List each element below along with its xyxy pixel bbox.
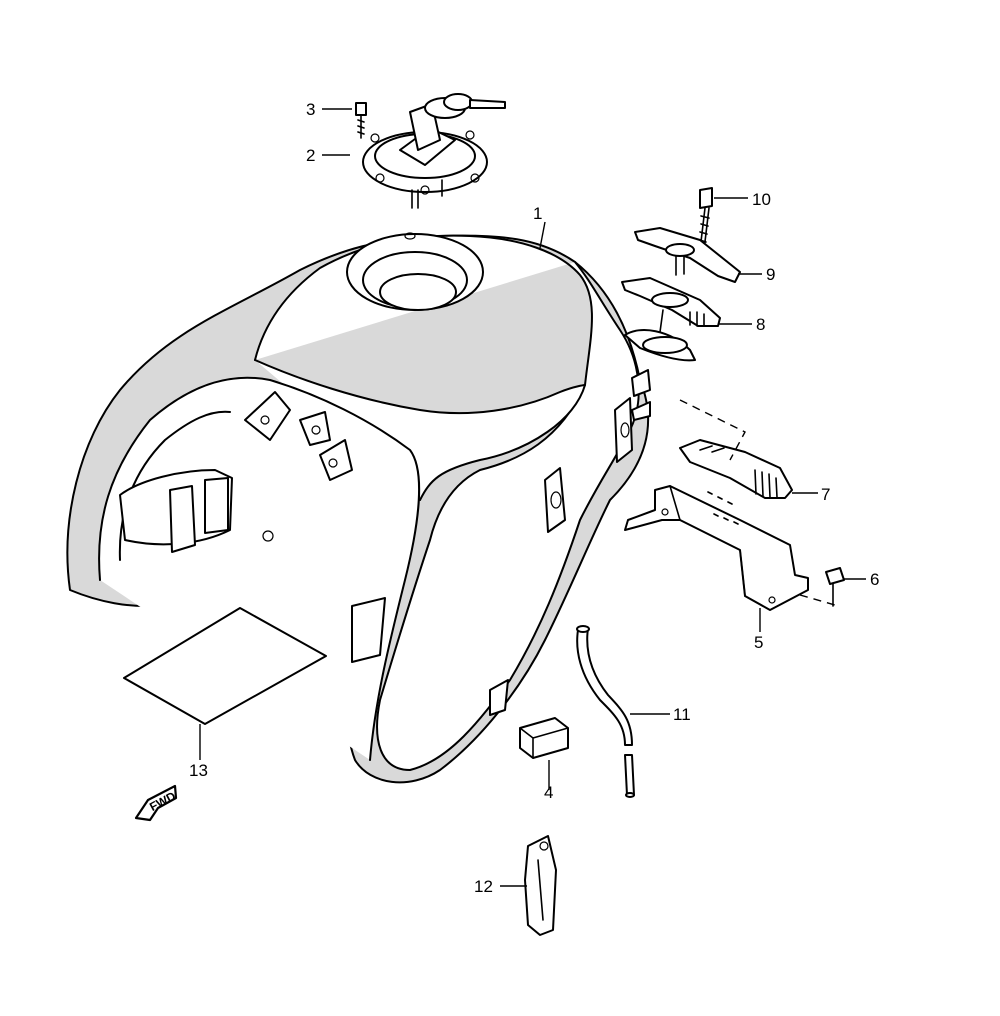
strap-12 xyxy=(524,835,557,936)
callout-11: 11 xyxy=(673,705,691,724)
callout-10: 10 xyxy=(752,190,771,209)
callout-1: 1 xyxy=(533,204,542,223)
tank-bracket-5 xyxy=(624,485,809,611)
callout-2: 2 xyxy=(306,146,315,165)
cushion-plate-8 xyxy=(621,277,721,327)
callout-13: 13 xyxy=(189,761,208,780)
guide-line-8 xyxy=(659,309,664,333)
cap-screw xyxy=(355,102,367,139)
callout-labels: 1 2 3 4 5 6 7 8 9 10 11 12 13 xyxy=(189,100,879,896)
cushion-block-4 xyxy=(519,717,569,759)
guide-dash-6 xyxy=(799,594,836,606)
guide-dash-7 xyxy=(679,399,746,461)
leader-lines xyxy=(199,108,866,887)
bracket-plate-9 xyxy=(634,227,741,283)
label-sheet-13 xyxy=(123,607,327,725)
callout-7: 7 xyxy=(821,485,830,504)
callout-5: 5 xyxy=(754,633,763,652)
callout-9: 9 xyxy=(766,265,775,284)
leader-1 xyxy=(539,221,546,249)
callout-8: 8 xyxy=(756,315,765,334)
callout-3: 3 xyxy=(306,100,315,119)
callout-6: 6 xyxy=(870,570,879,589)
bolt-6 xyxy=(825,567,845,607)
callout-12: 12 xyxy=(474,877,493,896)
fwd-arrow-icon: FWD xyxy=(134,784,178,822)
rubber-cushion-7 xyxy=(679,439,793,499)
fuel-tank xyxy=(66,232,696,784)
fuel-cap-assembly xyxy=(362,93,506,209)
callout-4: 4 xyxy=(544,783,553,802)
breather-hose-11 xyxy=(576,625,635,798)
bolt-10 xyxy=(699,187,713,251)
